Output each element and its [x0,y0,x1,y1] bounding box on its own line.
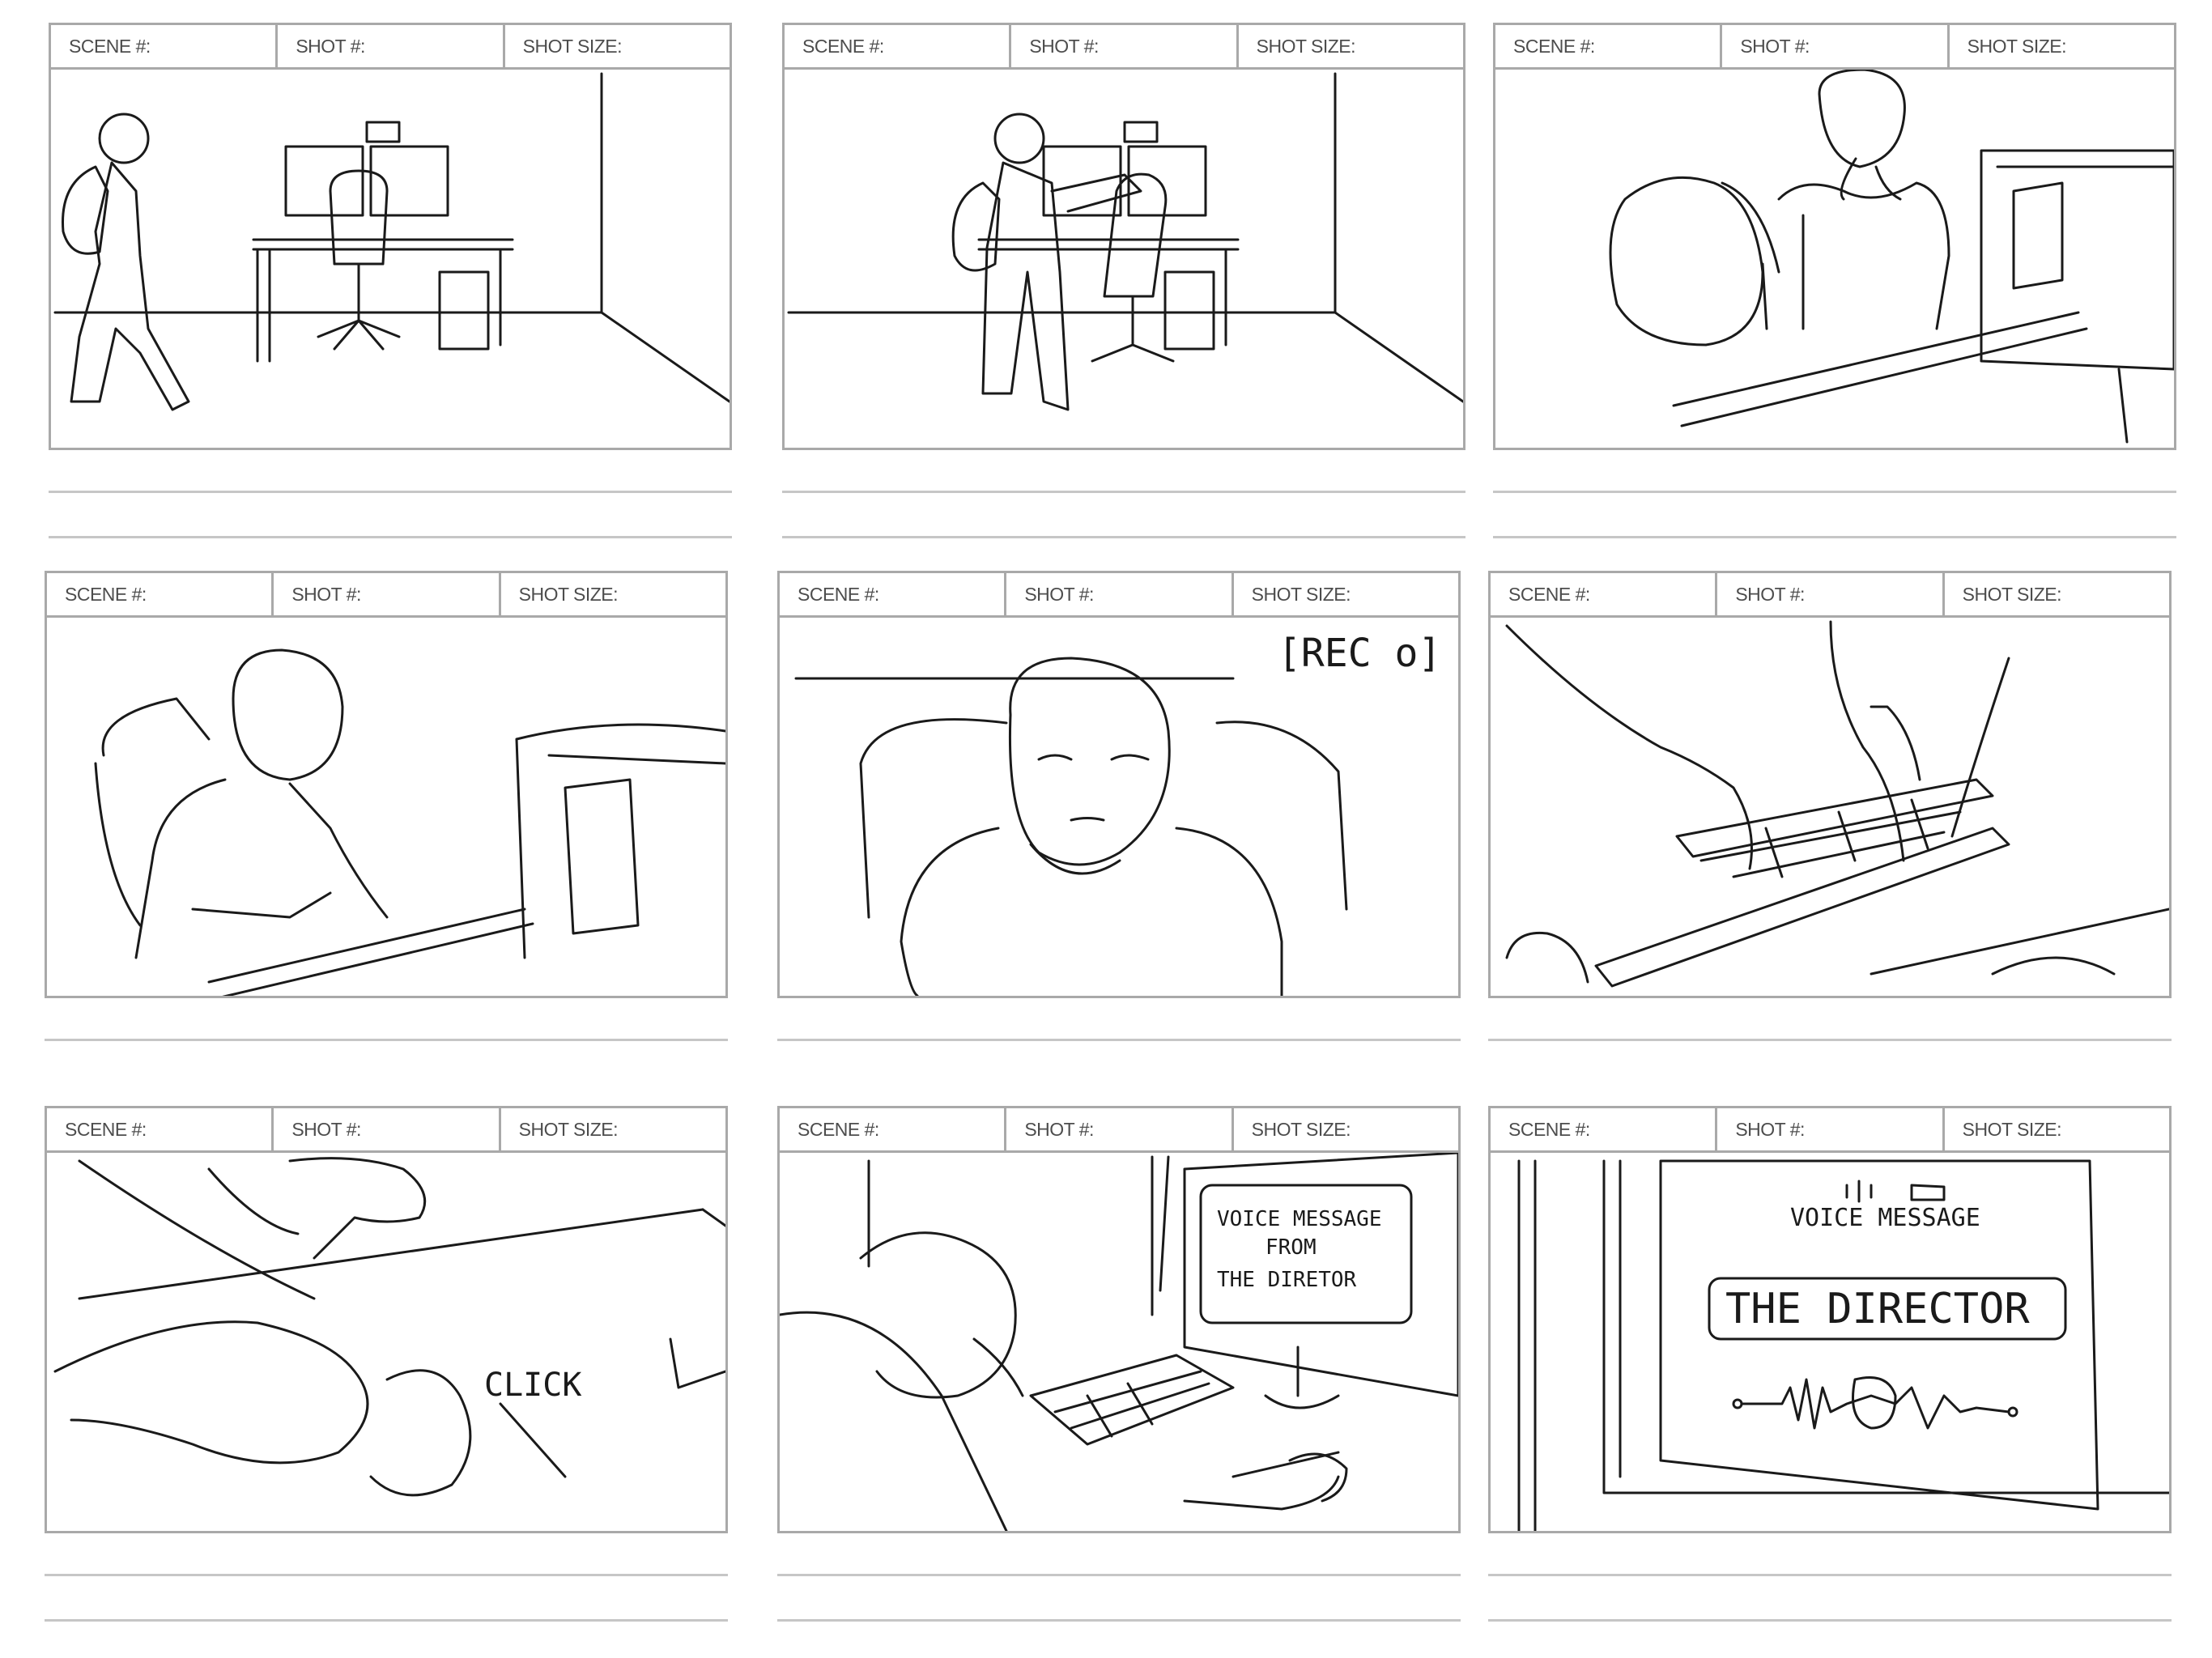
shot-number-field[interactable]: SHOT #: [1722,25,1950,67]
storyboard-panel-7: SCENE #: SHOT #: SHOT SIZE: CLICK [45,1106,728,1622]
shot-size-field[interactable]: SHOT SIZE: [1256,35,1356,57]
scene-number-field[interactable]: SCENE #: [47,1108,274,1150]
sketch-hand-clicking-mouse: CLICK [53,1157,725,1497]
shot-size-field[interactable]: SHOT SIZE: [518,1118,619,1140]
scene-number-field[interactable]: SCENE #: [785,25,1012,67]
sketch-over-shoulder-voice-message-screen: VOICE MESSAGE FROM THE DIRETOR [780,1153,1458,1531]
shot-number-field[interactable]: SHOT #: [274,1108,501,1150]
panel-header: SCENE #: SHOT #: SHOT SIZE: [47,1108,725,1153]
panel-header: SCENE #: SHOT #: SHOT SIZE: [785,25,1463,70]
note-line [777,1574,1461,1576]
sketch-screen-voice-message-the-director: VOICE MESSAGE THE DIRECTOR [1517,1159,2169,1531]
sketch-person-close-up-front: [REC o] [794,631,1441,996]
storyboard-panel-5: SCENE #: SHOT #: SHOT SIZE: [REC o] [777,571,1461,1041]
note-line [1493,491,2176,493]
shot-number-field[interactable]: SHOT #: [1011,25,1239,67]
scene-number-field[interactable]: SCENE #: [780,1108,1007,1150]
panel-header: SCENE #: SHOT #: SHOT SIZE: [47,573,725,618]
voice-message-label: VOICE MESSAGE [1790,1204,1980,1232]
the-director-label: THE DIRECTOR [1725,1285,2030,1333]
note-line [782,491,1465,493]
scene-number-field[interactable]: SCENE #: [780,573,1007,615]
panel-header: SCENE #: SHOT #: SHOT SIZE: [1491,573,2169,618]
panel-frame: SCENE #: SHOT #: SHOT SIZE: [1493,23,2176,450]
panel-frame: SCENE #: SHOT #: SHOT SIZE: VOICE MESSAG… [1488,1106,2172,1533]
shot-number-field[interactable]: SHOT #: [1006,573,1234,615]
note-line [49,536,732,538]
note-line [782,536,1465,538]
scene-number-field[interactable]: SCENE #: [1491,1108,1718,1150]
panel-frame: SCENE #: SHOT #: SHOT SIZE: VOICE MESSAG… [777,1106,1461,1533]
shot-number-field[interactable]: SHOT #: [278,25,505,67]
shot-size-field[interactable]: SHOT SIZE: [522,35,623,57]
panel-header: SCENE #: SHOT #: SHOT SIZE: [780,573,1458,618]
sketch-person-sitting-at-desk [787,72,1463,411]
storyboard-panel-9: SCENE #: SHOT #: SHOT SIZE: VOICE MESSAG… [1488,1106,2172,1622]
note-line [1488,1039,2172,1041]
storyboard-panel-1: SCENE #: SHOT #: SHOT SIZE: [49,23,732,538]
scene-number-field[interactable]: SCENE #: [1491,573,1718,615]
click-annotation: CLICK [484,1367,581,1404]
storyboard-panel-3: SCENE #: SHOT #: SHOT SIZE: [1493,23,2176,538]
note-line [45,1039,728,1041]
sketch-person-at-computer-side-view [94,648,725,996]
shot-number-field[interactable]: SHOT #: [1717,573,1945,615]
shot-number-field[interactable]: SHOT #: [1006,1108,1234,1150]
shot-size-field[interactable]: SHOT SIZE: [1962,583,2062,605]
shot-size-field[interactable]: SHOT SIZE: [1962,1118,2062,1140]
panel-header: SCENE #: SHOT #: SHOT SIZE: [780,1108,1458,1153]
note-line [1493,536,2176,538]
panel-frame: SCENE #: SHOT #: SHOT SIZE: [REC o] [777,571,1461,998]
voice-message-line-1: VOICE MESSAGE [1217,1207,1382,1231]
note-line [777,1619,1461,1622]
storyboard-panel-8: SCENE #: SHOT #: SHOT SIZE: VOICE MESSAG… [777,1106,1461,1622]
note-line [45,1574,728,1576]
panel-frame: SCENE #: SHOT #: SHOT SIZE: [49,23,732,450]
note-line [1488,1574,2172,1576]
note-line [777,1039,1461,1041]
note-line [1488,1619,2172,1622]
panel-frame: SCENE #: SHOT #: SHOT SIZE: [45,571,728,998]
storyboard-panel-2: SCENE #: SHOT #: SHOT SIZE: [782,23,1465,538]
storyboard-panel-6: SCENE #: SHOT #: SHOT SIZE: [1488,571,2172,1041]
storyboard-panel-4: SCENE #: SHOT #: SHOT SIZE: [45,571,728,1041]
rec-indicator: [REC o] [1278,631,1441,676]
shot-size-field[interactable]: SHOT SIZE: [1251,583,1351,605]
sketch-hands-typing-on-keyboard [1505,620,2169,988]
scene-number-field[interactable]: SCENE #: [1495,25,1723,67]
panel-frame: SCENE #: SHOT #: SHOT SIZE: [782,23,1465,450]
note-line [45,1619,728,1622]
shot-size-field[interactable]: SHOT SIZE: [1251,1118,1351,1140]
scene-number-field[interactable]: SCENE #: [47,573,274,615]
panel-header: SCENE #: SHOT #: SHOT SIZE: [1491,1108,2169,1153]
panel-frame: SCENE #: SHOT #: SHOT SIZE: [1488,571,2172,998]
sketch-person-with-backpack-medium-shot [1609,70,2174,444]
shot-size-field[interactable]: SHOT SIZE: [1967,35,2067,57]
shot-size-field[interactable]: SHOT SIZE: [518,583,619,605]
panel-frame: SCENE #: SHOT #: SHOT SIZE: CLICK [45,1106,728,1533]
panel-header: SCENE #: SHOT #: SHOT SIZE: [51,25,730,70]
voice-message-line-3: THE DIRETOR [1217,1268,1357,1292]
shot-number-field[interactable]: SHOT #: [274,573,501,615]
shot-number-field[interactable]: SHOT #: [1717,1108,1945,1150]
voice-message-line-2: FROM [1266,1235,1317,1260]
note-line [49,491,732,493]
panel-header: SCENE #: SHOT #: SHOT SIZE: [1495,25,2174,70]
scene-number-field[interactable]: SCENE #: [51,25,279,67]
sketch-person-walking-into-office [53,72,730,411]
